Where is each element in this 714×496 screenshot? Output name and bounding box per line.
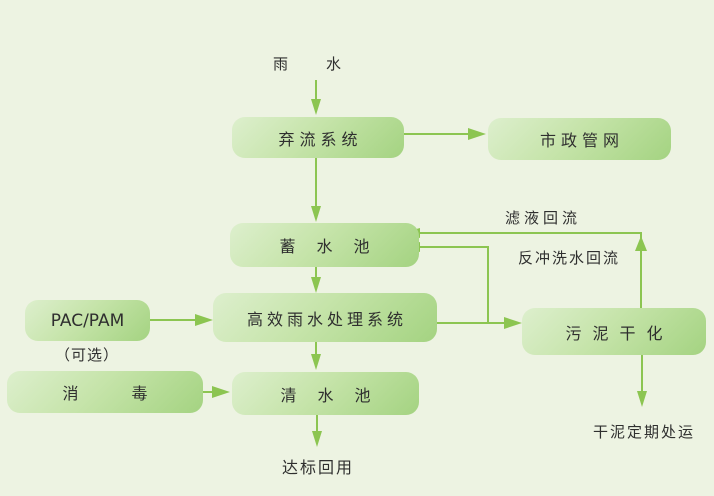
line-diversion-to-storage: [315, 158, 317, 206]
label-reuse-output: 达标回用: [282, 458, 355, 477]
line-backwash-return-horizontal: [420, 246, 489, 248]
arrowhead-treatment-to-sludge: [504, 317, 522, 329]
line-filtrate-return-vertical: [640, 234, 642, 308]
node-storage-tank: 蓄水池: [230, 223, 419, 267]
line-treatment-to-cleanwater: [315, 342, 317, 355]
arrowhead-diversion-to-storage: [311, 206, 321, 222]
node-clean-water-tank: 清水池: [232, 372, 419, 415]
line-treatment-to-sludge: [433, 322, 504, 324]
line-sludge-to-disposal: [641, 355, 643, 391]
arrowhead-disinfection-to-cleanwater: [212, 386, 230, 398]
node-pac-pam: PAC/PAM: [25, 300, 150, 341]
node-disinfection: 消毒: [7, 371, 203, 413]
line-filtrate-return-horizontal: [420, 232, 642, 234]
label-pacpam-optional: （可选）: [55, 346, 120, 364]
label-backwash-return: 反冲洗水回流: [518, 249, 621, 267]
line-rain-to-diversion: [315, 80, 317, 100]
node-municipal-pipe-network: 市政管网: [488, 118, 671, 160]
arrowhead-filtrate-return-up: [635, 236, 647, 251]
arrowhead-pacpam-to-treatment: [195, 314, 213, 326]
node-sludge-drying: 污泥干化: [522, 308, 706, 355]
arrowhead-sludge-to-disposal: [637, 391, 647, 407]
line-diversion-to-municipal: [399, 133, 468, 135]
node-diversion-system: 弃流系统: [232, 117, 404, 158]
label-filtrate-return: 滤液回流: [505, 209, 582, 227]
label-dry-sludge-disposal: 干泥定期处运: [593, 423, 696, 441]
arrowhead-rain-to-diversion: [311, 99, 321, 115]
line-cleanwater-to-reuse: [316, 415, 318, 432]
label-rain-water: 雨水: [273, 55, 380, 73]
arrowhead-treatment-to-cleanwater: [311, 354, 321, 370]
arrowhead-storage-to-treatment: [311, 277, 321, 293]
line-storage-to-treatment: [315, 267, 317, 278]
node-treatment-system: 高效雨水处理系统: [213, 293, 437, 342]
arrowhead-cleanwater-to-reuse: [312, 431, 322, 447]
arrowhead-diversion-to-municipal: [468, 128, 486, 140]
line-backwash-return-vertical: [487, 246, 489, 323]
line-pacpam-to-treatment: [150, 319, 195, 321]
